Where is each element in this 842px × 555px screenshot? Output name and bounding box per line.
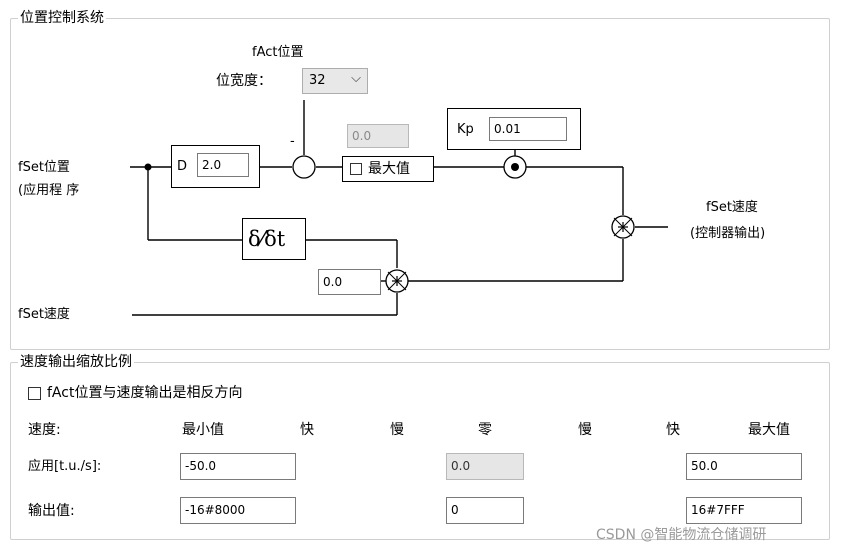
fact-position-label: fAct位置 — [252, 45, 304, 60]
d-gain-input[interactable]: 2.0 — [197, 153, 249, 177]
output-row-label: 输出值: — [28, 503, 75, 519]
velocity-scaling-title: 速度输出缩放比例 — [18, 354, 134, 370]
header-slow-right: 慢 — [578, 422, 592, 438]
reverse-direction-label: fAct位置与速度输出是相反方向 — [47, 385, 243, 401]
header-fast-right: 快 — [666, 422, 680, 438]
offset-input[interactable]: 0.0 — [318, 269, 381, 295]
header-fast-left: 快 — [300, 422, 314, 438]
reverse-direction-checkbox[interactable] — [28, 387, 41, 400]
header-max: 最大值 — [748, 422, 790, 438]
kp-gain-input[interactable]: 0.01 — [489, 117, 567, 141]
fset-position-label: fSet位置 — [18, 160, 70, 175]
application-row-label: 应用[t.u./s]: — [28, 459, 102, 474]
chevron-down-icon: ⌵ — [351, 71, 361, 86]
position-control-title: 位置控制系统 — [18, 10, 106, 26]
watermark-text: CSDN @智能物流仓储调研 — [596, 527, 767, 543]
header-slow-left: 慢 — [390, 422, 404, 438]
output-zero-input[interactable]: 0 — [446, 497, 524, 524]
limit-input[interactable]: 0.0 — [347, 124, 409, 148]
minus-sign: - — [290, 134, 295, 149]
fset-velocity-label: fSet速度 — [18, 307, 70, 322]
output-velocity-label: fSet速度 — [706, 200, 758, 215]
header-zero: 零 — [478, 422, 492, 438]
max-checkbox[interactable] — [350, 163, 362, 175]
application-min-input[interactable]: -50.0 — [180, 453, 296, 480]
derivative-symbol: δ⁄δt — [248, 227, 286, 251]
output-min-input[interactable]: -16#8000 — [180, 497, 296, 524]
controller-output-label: (控制器输出) — [690, 226, 766, 241]
max-label: 最大值 — [368, 161, 410, 177]
output-max-input[interactable]: 16#7FFF — [686, 497, 802, 524]
bit-width-value: 32 — [309, 73, 326, 88]
bit-width-label: 位宽度： — [216, 73, 272, 89]
application-max-input[interactable]: 50.0 — [686, 453, 802, 480]
derivative-block — [242, 218, 306, 260]
kp-label: Kp — [457, 122, 474, 137]
header-speed: 速度: — [28, 422, 61, 438]
bit-width-select[interactable]: 32 ⌵ — [302, 68, 368, 94]
d-label: D — [177, 159, 188, 174]
fset-position-source-label: (应用程 序 — [18, 183, 80, 198]
application-zero-input[interactable]: 0.0 — [446, 453, 524, 480]
position-control-group — [10, 18, 830, 350]
header-min: 最小值 — [182, 422, 224, 438]
